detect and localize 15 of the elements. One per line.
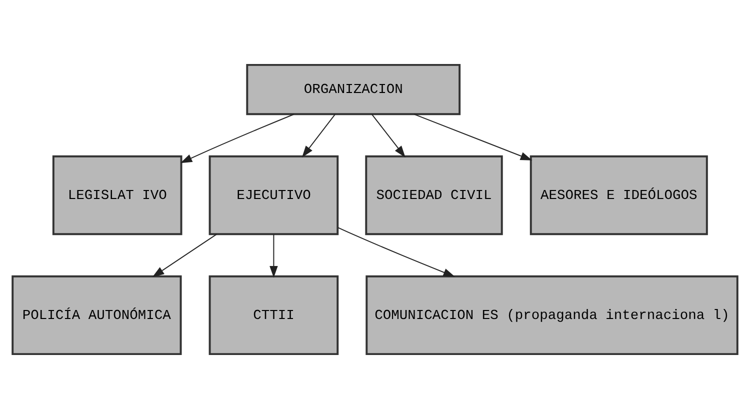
arrow bbox=[270, 234, 278, 278]
arrow bbox=[180, 114, 294, 164]
node-box: EJECUTIVO bbox=[208, 155, 339, 236]
arrow bbox=[413, 114, 532, 160]
node-box: SOCIEDAD CIVIL bbox=[365, 155, 503, 236]
node-box: CTTII bbox=[208, 275, 339, 356]
node-box: POLICÍA AUTONÓMICA bbox=[12, 275, 182, 356]
arrow bbox=[371, 114, 406, 158]
node-box: LEGISLAT IVO bbox=[52, 155, 182, 236]
node-box: COMUNICACION ES (propaganda internaciona l) bbox=[366, 275, 738, 356]
arrow bbox=[152, 234, 218, 278]
node-box: AESORES E IDEÓLOGOS bbox=[530, 155, 708, 236]
arrow bbox=[337, 227, 456, 277]
node-box: ORGANIZACION bbox=[246, 64, 461, 116]
arrow bbox=[302, 114, 336, 158]
